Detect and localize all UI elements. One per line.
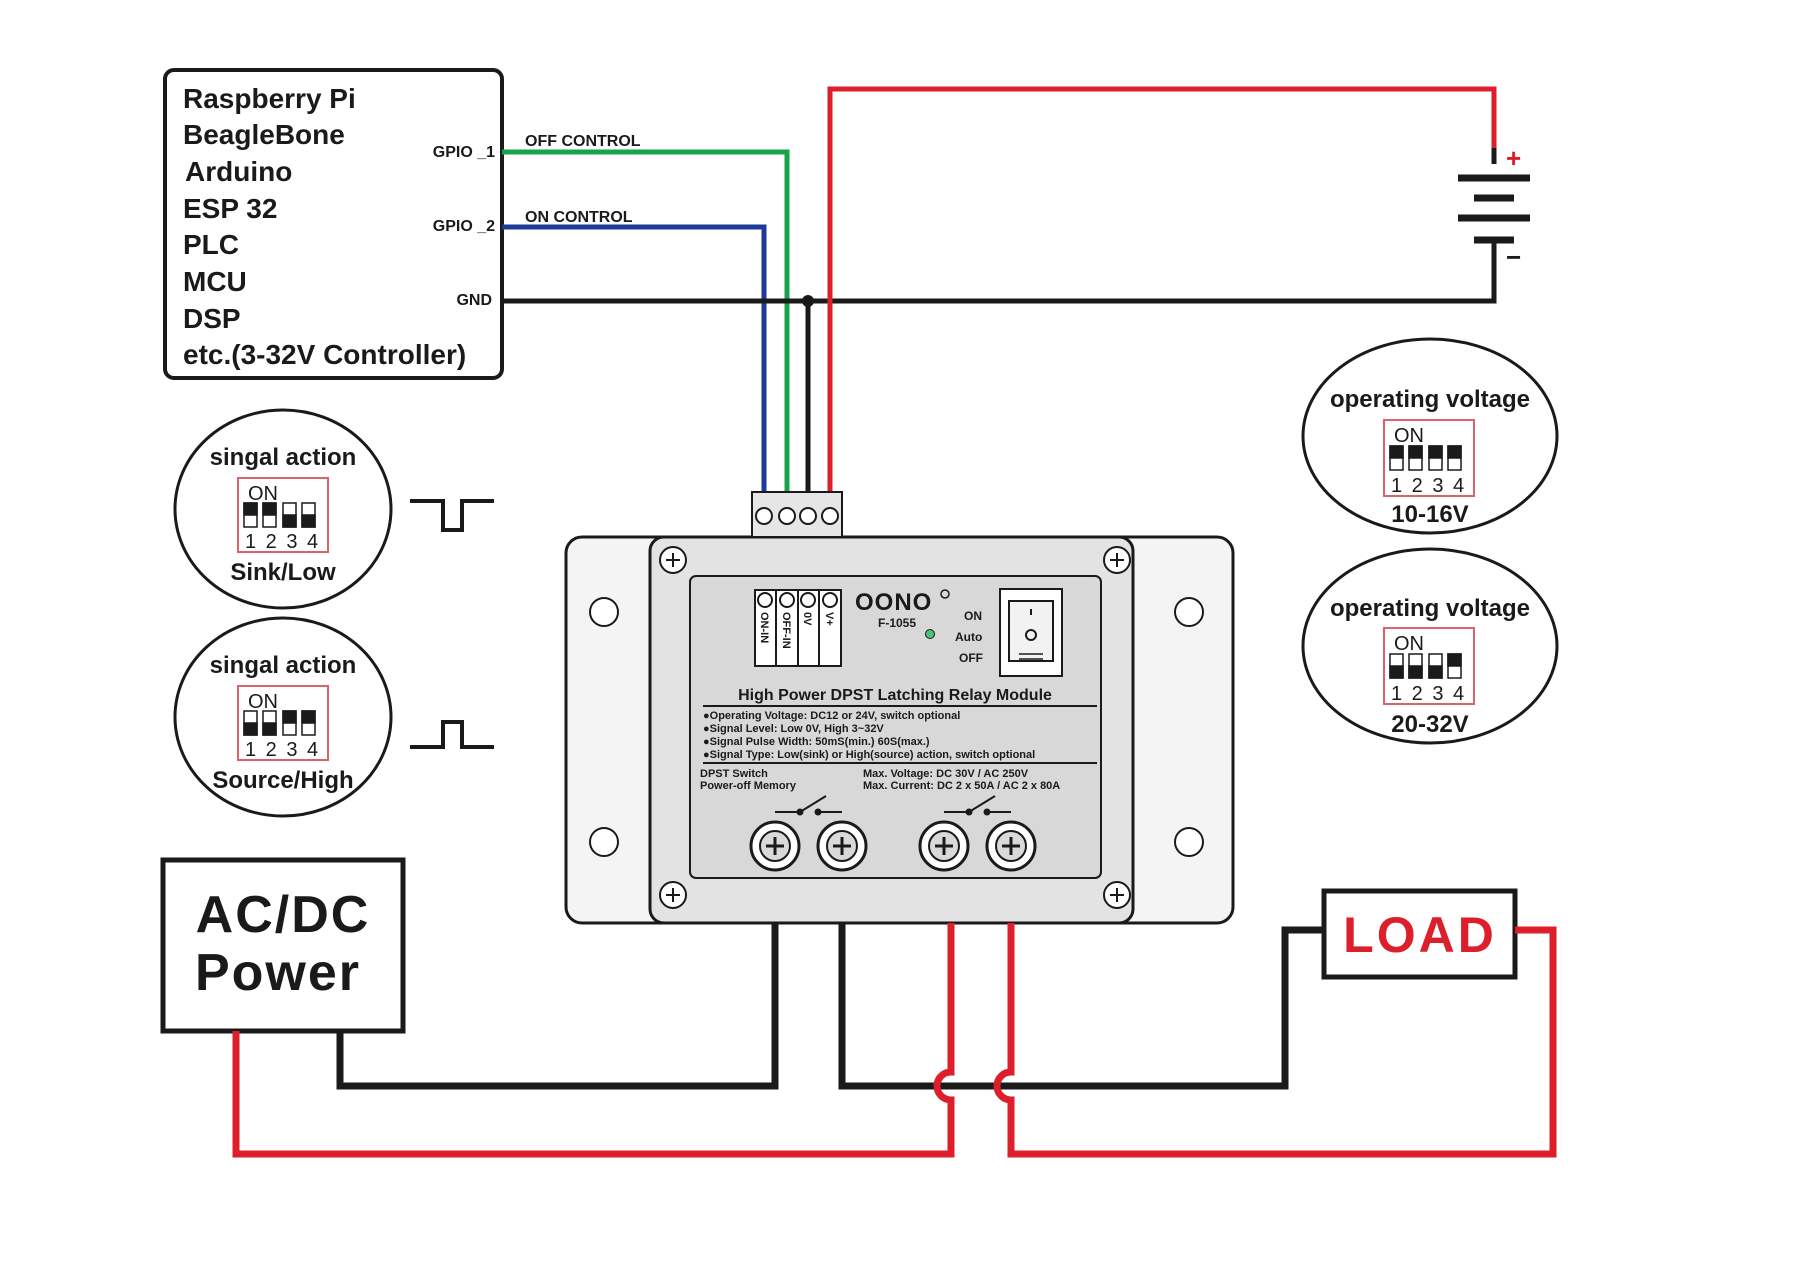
low-pulse-waveform bbox=[410, 499, 494, 532]
controller-line: Arduino bbox=[185, 156, 292, 187]
power-label-line1: AC/DC bbox=[196, 886, 371, 944]
switch-position-on: ON bbox=[964, 609, 982, 623]
dip-title: singal action bbox=[210, 444, 357, 471]
registered-mark-icon bbox=[940, 589, 950, 599]
spec-line: ●Signal Pulse Width: 50mS(min.) 60S(max.… bbox=[703, 736, 930, 748]
rating-line: Max. Voltage: DC 30V / AC 250V bbox=[863, 768, 1029, 780]
gnd-junction-dot bbox=[802, 295, 814, 307]
power-source-box: AC/DC Power bbox=[160, 857, 406, 1034]
dip-title: operating voltage bbox=[1330, 386, 1530, 413]
controller-line: BeagleBone bbox=[183, 119, 345, 150]
terminal-label-vplus: V+ bbox=[823, 612, 835, 626]
spec-line: ●Operating Voltage: DC12 or 24V, switch … bbox=[703, 710, 960, 722]
mounting-hole bbox=[589, 597, 619, 627]
load-label: LOAD bbox=[1343, 907, 1497, 963]
dip-on-label: ON bbox=[1394, 633, 1424, 655]
dip-setting-sink-low: singal action ON 1 2 3 4 Sink/Low bbox=[173, 408, 393, 610]
on-control-label: ON CONTROL bbox=[525, 209, 633, 226]
screw-terminal bbox=[985, 820, 1037, 872]
dip-title: operating voltage bbox=[1330, 595, 1530, 622]
screw-terminal bbox=[918, 820, 970, 872]
gpio2-pin-label: GPIO _2 bbox=[433, 218, 495, 235]
dip-caption: Source/High bbox=[212, 767, 353, 794]
spec-line: ●Signal Type: Low(sink) or High(source) … bbox=[703, 749, 1035, 761]
off-control-wire bbox=[502, 149, 790, 495]
dip-caption: Sink/Low bbox=[230, 559, 336, 586]
switch-position-off: OFF bbox=[959, 651, 983, 665]
screw-terminal bbox=[749, 820, 801, 872]
dip-numbers: 1 2 3 4 bbox=[245, 531, 320, 553]
relay-module: ON-IN OFF-IN 0V V+ OONO F-1055 ON Auto O… bbox=[564, 491, 1235, 925]
power-positive-wire bbox=[232, 923, 955, 1158]
model-number: F-1055 bbox=[878, 616, 916, 630]
load-box: LOAD bbox=[1321, 888, 1518, 980]
case-screws bbox=[659, 546, 1131, 909]
terminal-label-0v: 0V bbox=[801, 612, 813, 626]
controller-line: PLC bbox=[183, 229, 239, 260]
spec-line: ●Signal Level: Low 0V, High 3~32V bbox=[703, 723, 884, 735]
dip-on-label: ON bbox=[248, 691, 278, 713]
module-title: High Power DPST Latching Relay Module bbox=[738, 687, 1052, 704]
controller-line: Raspberry Pi bbox=[183, 83, 356, 114]
controller-line: etc.(3-32V Controller) bbox=[183, 339, 466, 370]
high-pulse-waveform bbox=[410, 720, 494, 749]
mode-rocker-switch bbox=[999, 588, 1063, 677]
vplus-wire bbox=[827, 86, 1497, 495]
mounting-hole bbox=[1174, 597, 1204, 627]
dip-on-label: ON bbox=[248, 483, 278, 505]
controller-line: ESP 32 bbox=[183, 193, 277, 224]
switch-position-auto: Auto bbox=[955, 630, 982, 644]
terminal-label-off-in: OFF-IN bbox=[780, 612, 792, 649]
battery-plus-label: + bbox=[1506, 143, 1521, 173]
brand-logo: OONO bbox=[855, 589, 932, 616]
terminal-label-strip: ON-IN OFF-IN 0V V+ bbox=[754, 589, 842, 667]
relay-contact-symbols bbox=[775, 795, 1011, 816]
screw-terminal bbox=[816, 820, 868, 872]
battery-minus-label: − bbox=[1506, 242, 1521, 272]
status-led bbox=[925, 629, 935, 639]
power-screw-terminals bbox=[749, 820, 1037, 872]
feature-line: Power-off Memory bbox=[700, 780, 797, 792]
dip-caption: 10-16V bbox=[1391, 501, 1468, 528]
power-negative-wire bbox=[336, 923, 779, 1090]
dip-setting-20-32v: operating voltage ON 1 2 3 4 20-32V bbox=[1301, 547, 1559, 745]
dip-setting-source-high: singal action ON 1 2 3 4 Source/High bbox=[173, 616, 393, 818]
mounting-hole bbox=[589, 827, 619, 857]
signal-terminal-block bbox=[751, 491, 843, 538]
on-control-wire bbox=[502, 224, 767, 495]
terminal-label-on-in: ON-IN bbox=[758, 612, 770, 643]
dip-title: singal action bbox=[210, 652, 357, 679]
dip-setting-10-16v: operating voltage ON 1 2 3 4 10-16V bbox=[1301, 337, 1559, 535]
dip-numbers: 1 2 3 4 bbox=[1391, 683, 1466, 705]
gnd-wire bbox=[502, 253, 1497, 304]
load-return-wire bbox=[838, 923, 1324, 1090]
controller-box: Raspberry Pi BeagleBone Arduino ESP 32 P… bbox=[163, 68, 641, 380]
rating-line: Max. Current: DC 2 x 50A / AC 2 x 80A bbox=[863, 780, 1060, 792]
load-supply-wire bbox=[993, 923, 1557, 1158]
off-control-label: OFF CONTROL bbox=[525, 133, 641, 150]
power-label-line2: Power bbox=[195, 944, 361, 1002]
dip-on-label: ON bbox=[1394, 425, 1424, 447]
gpio1-pin-label: GPIO _1 bbox=[433, 144, 495, 161]
battery-symbol: + − bbox=[1458, 143, 1530, 272]
controller-line: MCU bbox=[183, 266, 247, 297]
feature-line: DPST Switch bbox=[700, 768, 768, 780]
dip-numbers: 1 2 3 4 bbox=[1391, 475, 1466, 497]
dip-numbers: 1 2 3 4 bbox=[245, 739, 320, 761]
mounting-hole bbox=[1174, 827, 1204, 857]
dip-caption: 20-32V bbox=[1391, 711, 1468, 738]
controller-line: DSP bbox=[183, 303, 241, 334]
gnd-pin-label: GND bbox=[456, 292, 492, 309]
